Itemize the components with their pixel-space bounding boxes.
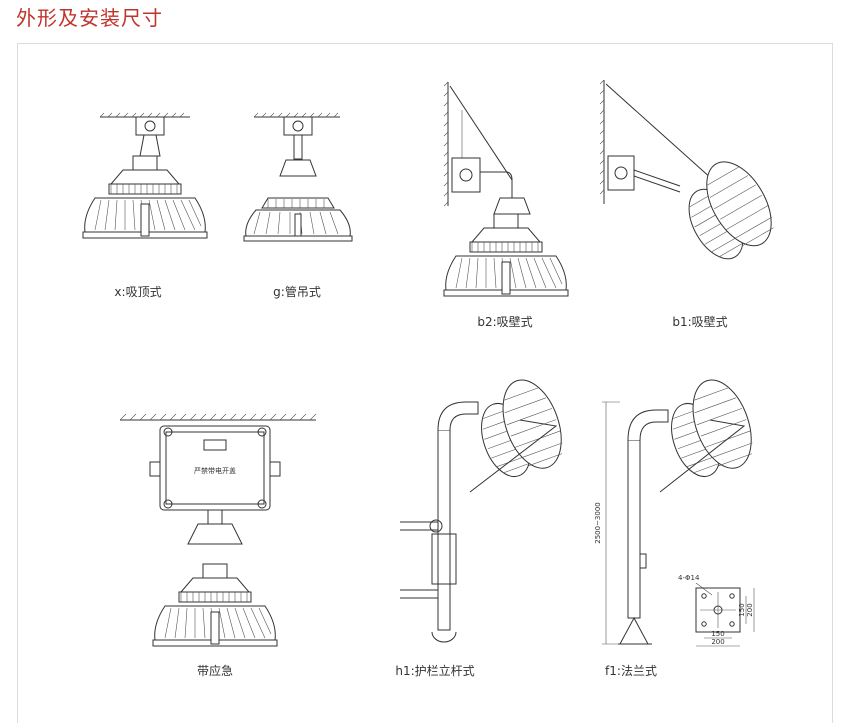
f1-height-dimension: 2500~3000 bbox=[594, 502, 602, 544]
drawing-frame bbox=[17, 43, 833, 723]
caption-f1: f1:法兰式 bbox=[605, 664, 657, 678]
flange-outer-height: 200 bbox=[746, 603, 754, 616]
caption-b1: b1:吸壁式 bbox=[672, 314, 727, 329]
figure-g-pendant-mount bbox=[243, 112, 353, 242]
figure-f1-flange-pole: 2500~3000 bbox=[594, 371, 763, 645]
figure-x-ceiling-mount bbox=[82, 112, 208, 239]
emergency-box-label: 严禁带电开盖 bbox=[194, 466, 236, 475]
f1-flange-detail: 4-Φ14 150 200 150 200 bbox=[678, 574, 755, 647]
flange-outer-width: 200 bbox=[711, 638, 724, 646]
flange-inner-height: 150 bbox=[738, 603, 746, 616]
figure-emergency: 严禁带电开盖 bbox=[119, 413, 317, 647]
caption-h1: h1:护栏立杆式 bbox=[395, 663, 474, 678]
caption-x: x:吸顶式 bbox=[114, 285, 161, 299]
caption-b2: b2:吸壁式 bbox=[477, 314, 532, 329]
flange-inner-width: 150 bbox=[711, 630, 724, 638]
caption-emergency: 带应急 bbox=[197, 663, 233, 678]
flange-holes-label: 4-Φ14 bbox=[678, 574, 700, 582]
figure-h1-guardrail-pole bbox=[400, 371, 573, 643]
figure-b1-wall-tilted-mount bbox=[599, 79, 785, 271]
figure-b2-wall-mount bbox=[443, 81, 569, 297]
caption-g: g:管吊式 bbox=[273, 284, 321, 299]
page-title: 外形及安装尺寸 bbox=[16, 6, 163, 30]
